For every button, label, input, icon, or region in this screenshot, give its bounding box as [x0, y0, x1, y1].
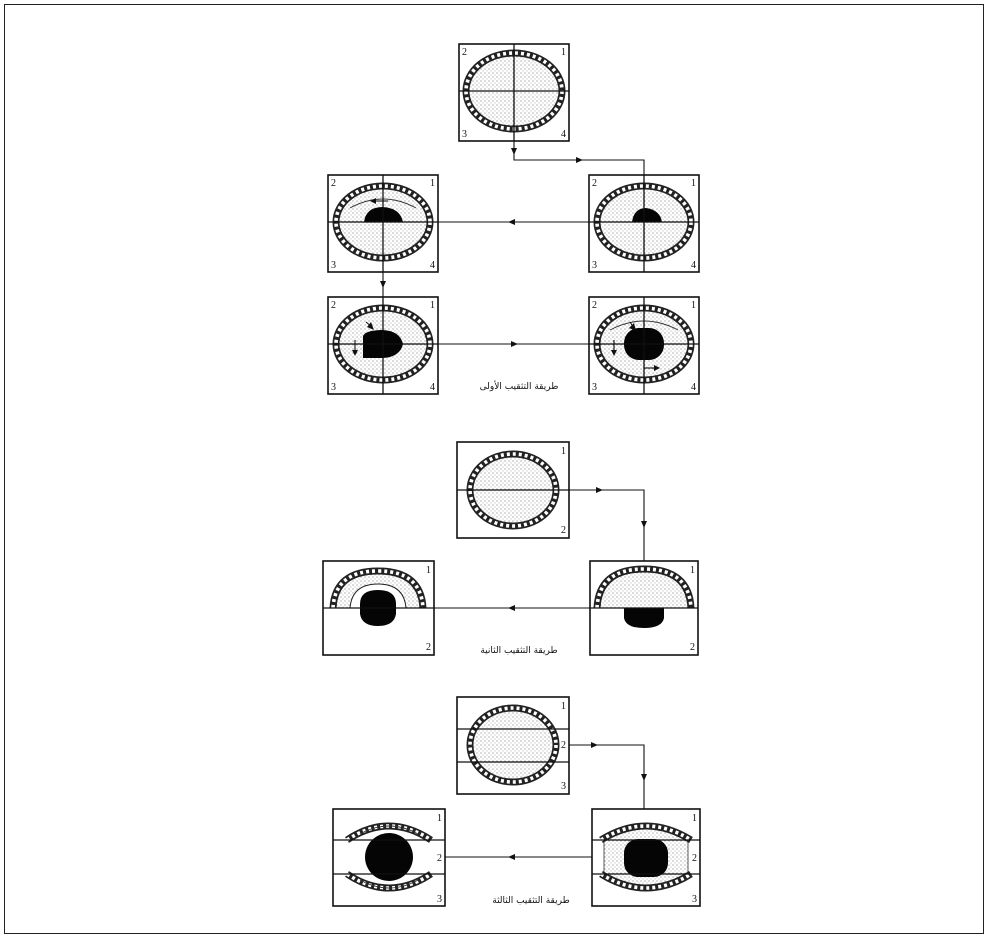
corner-label-2: 2: [692, 853, 697, 864]
corner-label-4: 4: [561, 129, 566, 140]
corner-label-1: 1: [691, 300, 696, 311]
corner-label-3: 3: [592, 260, 597, 271]
corner-label-3: 3: [331, 260, 336, 271]
method-2-stage-2: 1 2: [589, 560, 699, 656]
method-1-flow-arrows: [380, 141, 645, 347]
corner-label-4: 4: [430, 260, 435, 271]
method-1-stage-5: 1 2 3 4: [588, 296, 700, 395]
corner-label-3: 3: [331, 382, 336, 393]
method-1-group: 1 2 3 4 1 2 3 4: [327, 43, 700, 395]
corner-label-1: 1: [426, 565, 431, 576]
corner-label-1: 1: [561, 47, 566, 58]
method-3-group: 1 2 3 1 2 3: [332, 696, 701, 907]
corner-label-4: 4: [691, 382, 696, 393]
corner-label-1: 1: [691, 178, 696, 189]
method-2-caption: طريقة التثقيب الثانية: [480, 646, 557, 656]
method-1-stage-1: 1 2 3 4: [458, 43, 570, 142]
corner-label-1: 1: [430, 178, 435, 189]
corner-label-4: 4: [430, 382, 435, 393]
method-2-stage-1: 1 2: [456, 441, 570, 539]
corner-label-2: 2: [690, 642, 695, 653]
corner-label-1: 1: [430, 300, 435, 311]
figure-frame: [4, 4, 984, 934]
corner-label-3: 3: [592, 382, 597, 393]
corner-label-2: 2: [592, 178, 597, 189]
corner-label-1: 1: [561, 701, 566, 712]
corner-label-2: 2: [592, 300, 597, 311]
method-3-flow-arrows: [445, 742, 647, 860]
method-1-stage-4: 1 2 3 4: [327, 296, 439, 395]
corner-label-2: 2: [331, 178, 336, 189]
corner-label-3: 3: [462, 129, 467, 140]
corner-label-2: 2: [437, 853, 442, 864]
corner-label-3: 3: [437, 894, 442, 905]
method-1-caption: طريقة التثقيب الأولى: [480, 380, 559, 392]
method-3-stage-3: 1 2 3: [332, 808, 446, 907]
corner-label-4: 4: [691, 260, 696, 271]
method-2-stage-3: 1 2: [322, 560, 435, 656]
corner-label-1: 1: [561, 446, 566, 457]
corner-label-1: 1: [690, 565, 695, 576]
method-1-stage-3: 1 2 3 4: [327, 174, 439, 273]
corner-label-1: 1: [692, 813, 697, 824]
method-2-group: 1 2 1 2 1 2: [322, 441, 699, 656]
corner-label-1: 1: [437, 813, 442, 824]
method-2-flow-arrows: [434, 487, 647, 611]
corner-label-2: 2: [561, 740, 566, 751]
corner-label-3: 3: [561, 781, 566, 792]
corner-label-3: 3: [692, 894, 697, 905]
method-3-stage-1: 1 2 3: [456, 696, 570, 795]
method-1-stage-2: 1 2 3 4: [588, 174, 700, 273]
corner-label-2: 2: [561, 525, 566, 536]
method-3-caption: طريقة التثقيب الثالثة: [492, 896, 570, 906]
corner-label-2: 2: [331, 300, 336, 311]
method-3-stage-2: 1 2 3: [591, 808, 701, 907]
corner-label-2: 2: [426, 642, 431, 653]
corner-label-2: 2: [462, 47, 467, 58]
